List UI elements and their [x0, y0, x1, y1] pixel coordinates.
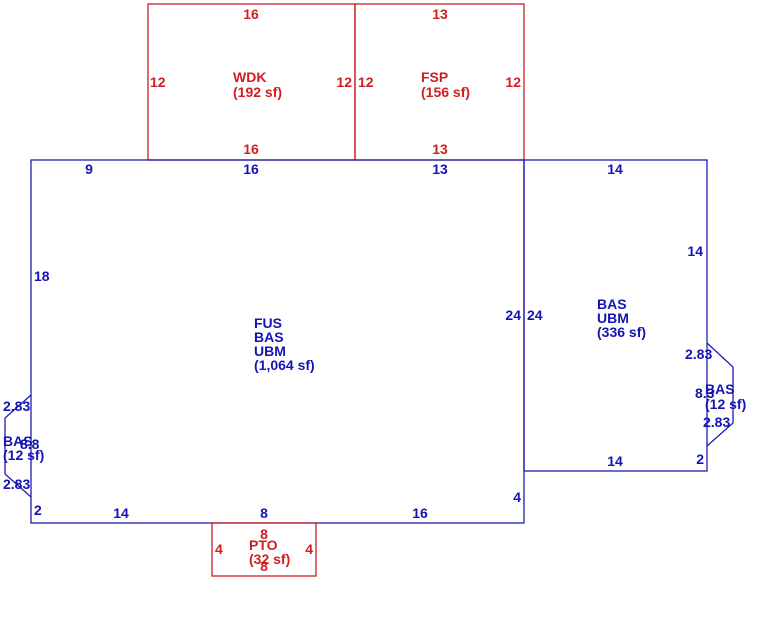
bay-left-outline — [4, 394, 32, 498]
main-bottom-dim-a: 14 — [113, 505, 129, 521]
wdk-left-dim: 12 — [150, 74, 166, 90]
wing-top-dim: 14 — [607, 161, 623, 177]
bay-left-code: BAS — [3, 433, 33, 449]
fsp-code: FSP — [421, 69, 448, 85]
main-top-dim-c: 13 — [432, 161, 448, 177]
pto-bottom-dim: 8 — [260, 558, 268, 574]
bay-left-lower-dim: 2.83 — [3, 476, 30, 492]
fsp-right-dim: 12 — [505, 74, 521, 90]
pto-outline — [211, 522, 317, 577]
main-label-line2: BAS — [254, 329, 284, 345]
main-area: 9 16 13 18 24 4 2 14 8 16 FUS BAS UBM (1… — [30, 159, 525, 524]
main-top-dim-b: 16 — [243, 161, 259, 177]
wdk-top-dim: 16 — [243, 6, 259, 22]
pto-left-dim: 4 — [215, 541, 223, 557]
main-left-dim: 18 — [34, 268, 50, 284]
bay-right-upper-dim: 2.83 — [685, 346, 712, 362]
fsp-area: 13 13 12 12 FSP (156 sf) — [354, 3, 525, 161]
bay-right-outline — [706, 342, 734, 447]
bay-left-area-size: (12 sf) — [3, 447, 44, 463]
main-bottom-dim-b: 8 — [260, 505, 268, 521]
bay-right-area-size: (12 sf) — [705, 396, 746, 412]
wing-left-dim: 24 — [527, 307, 543, 323]
wing-label-line1: BAS — [597, 296, 627, 312]
wing-area: 14 14 24 14 2 BAS UBM (336 sf) — [523, 159, 708, 472]
bay-right-code: BAS — [705, 381, 735, 397]
main-label-line1: FUS — [254, 315, 282, 331]
main-bottom-dim-c: 16 — [412, 505, 428, 521]
pto-right-dim: 4 — [305, 541, 313, 557]
bay-left-overlap: 8.8 — [20, 436, 40, 452]
wdk-code: WDK — [233, 69, 266, 85]
wing-label-line2: UBM — [597, 310, 629, 326]
fsp-top-dim: 13 — [432, 6, 448, 22]
wing-outline — [523, 159, 708, 472]
pto-area-size: (32 sf) — [249, 551, 290, 567]
pto-area: 8 8 4 4 PTO (32 sf) — [211, 522, 317, 577]
bay-right-lower-dim: 2.83 — [703, 414, 730, 430]
main-left-lower-dim: 2 — [34, 502, 42, 518]
pto-top-dim: 8 — [260, 526, 268, 542]
main-top-dim-a: 9 — [85, 161, 93, 177]
wing-right-dim: 14 — [687, 243, 703, 259]
bay-left-upper-dim: 2.83 — [3, 398, 30, 414]
wing-right-lower-dim: 2 — [696, 451, 704, 467]
wdk-bottom-dim: 16 — [243, 141, 259, 157]
bay-left-area: 2.83 2.83 8.8 BAS (12 sf) — [3, 394, 44, 498]
fsp-area-size: (156 sf) — [421, 84, 470, 100]
main-right-dim: 24 — [505, 307, 521, 323]
main-label-line3: UBM — [254, 343, 286, 359]
wing-bottom-dim: 14 — [607, 453, 623, 469]
bay-right-area: 2.83 2.83 8.3 BAS (12 sf) — [685, 342, 746, 447]
main-right-lower-dim: 4 — [513, 489, 521, 505]
wing-area-size: (336 sf) — [597, 324, 646, 340]
fsp-left-dim: 12 — [358, 74, 374, 90]
pto-code: PTO — [249, 537, 278, 553]
wdk-area: 16 16 12 12 WDK (192 sf) — [147, 3, 356, 161]
wdk-area-size: (192 sf) — [233, 84, 282, 100]
bay-right-overlap: 8.3 — [695, 385, 715, 401]
wdk-right-dim: 12 — [336, 74, 352, 90]
fsp-bottom-dim: 13 — [432, 141, 448, 157]
main-area-size: (1,064 sf) — [254, 357, 315, 373]
